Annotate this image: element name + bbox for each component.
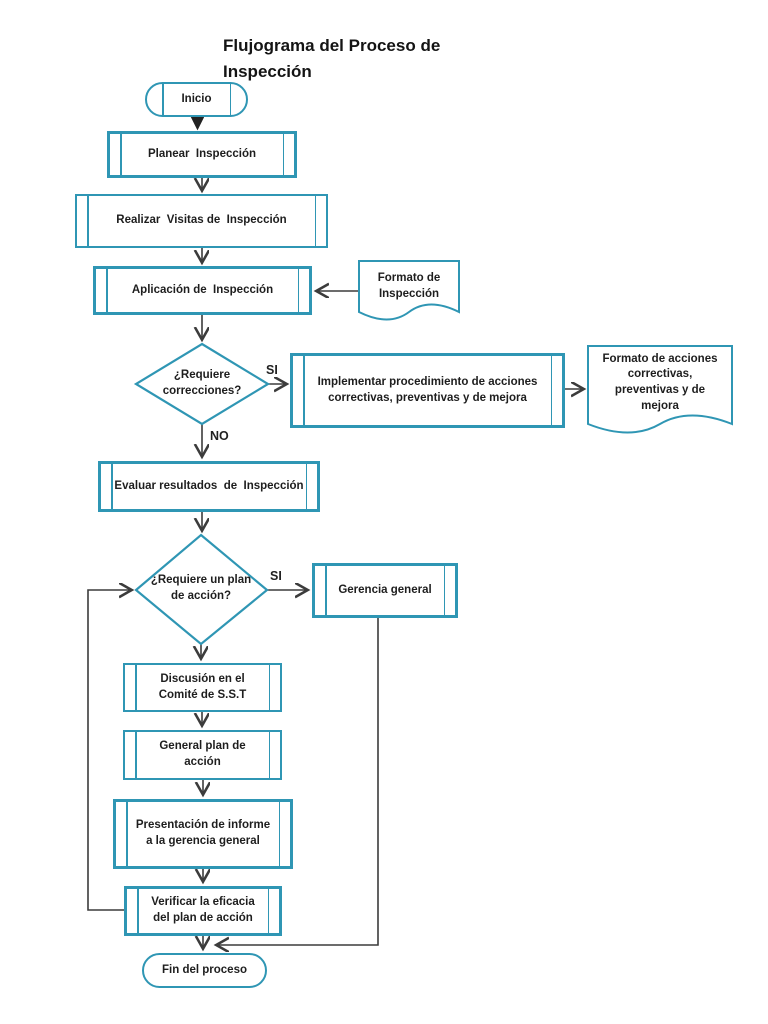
node-presentacion-informe: Presentación de informe a la gerencia ge…: [113, 799, 293, 869]
node-evaluar-label: Evaluar resultados de Inspección: [114, 479, 304, 492]
edge-label-si-correcciones: SI: [266, 363, 278, 377]
node-realizar-label: Realizar Visitas de Inspección: [116, 214, 287, 227]
edge-gerencia-fin: [217, 618, 379, 945]
decision-requiere-correcciones-label: ¿Requiere correcciones?: [162, 369, 242, 397]
decision-requiere-plan-label: ¿Requiere un plan de acción?: [150, 574, 252, 602]
node-presentacion-label: Presentación de informe a la gerencia ge…: [135, 819, 271, 847]
node-fin-proceso: Fin del proceso: [142, 953, 267, 988]
diagram-title: Flujograma del Proceso de Inspección: [223, 36, 441, 82]
doc-formato-inspeccion-label: Formato de Inspección: [377, 272, 441, 300]
node-evaluar-resultados: Evaluar resultados de Inspección: [98, 461, 320, 512]
node-inicio-label: Inicio: [181, 92, 212, 105]
decision-requiere-plan-shape: [134, 533, 269, 646]
doc-formato-acciones-label: Formato de acciones correctivas, prevent…: [602, 352, 718, 412]
node-general-plan-label: General plan de acción: [159, 740, 246, 768]
node-general-plan-accion: General plan de acción: [123, 730, 282, 780]
edge-verificar-decision2-loop: [87, 590, 131, 911]
decision-requiere-correcciones-shape: [133, 342, 271, 426]
connectors: [87, 117, 583, 948]
node-planear-inspeccion: Planear Inspección: [107, 131, 297, 178]
node-verificar-label: Verificar la eficacia del plan de acción: [151, 896, 255, 924]
node-planear-label: Planear Inspección: [147, 147, 256, 160]
node-gerencia-label: Gerencia general: [338, 583, 432, 596]
edge-label-no-correcciones: NO: [210, 429, 229, 443]
node-aplicacion-inspeccion: Aplicación de Inspección: [93, 266, 312, 315]
node-gerencia-general: Gerencia general: [312, 563, 458, 618]
node-aplicacion-label: Aplicación de Inspección: [131, 283, 274, 296]
node-inicio: Inicio: [145, 82, 248, 117]
node-fin-label: Fin del proceso: [162, 963, 247, 976]
node-realizar-visitas: Realizar Visitas de Inspección: [75, 194, 328, 248]
node-discusion-label: Discusión en el Comité de S.S.T: [158, 672, 247, 701]
edge-label-si-plan: SI: [270, 569, 282, 583]
node-implementar-label: Implementar procedimiento de acciones co…: [317, 375, 538, 404]
node-verificar-eficacia: Verificar la eficacia del plan de acción: [124, 886, 282, 936]
doc-formato-acciones-shape: [587, 345, 733, 434]
node-discusion-comite: Discusión en el Comité de S.S.T: [123, 663, 282, 712]
doc-formato-inspeccion-shape: [358, 260, 460, 321]
node-implementar-procedimiento: Implementar procedimiento de acciones co…: [290, 353, 565, 428]
